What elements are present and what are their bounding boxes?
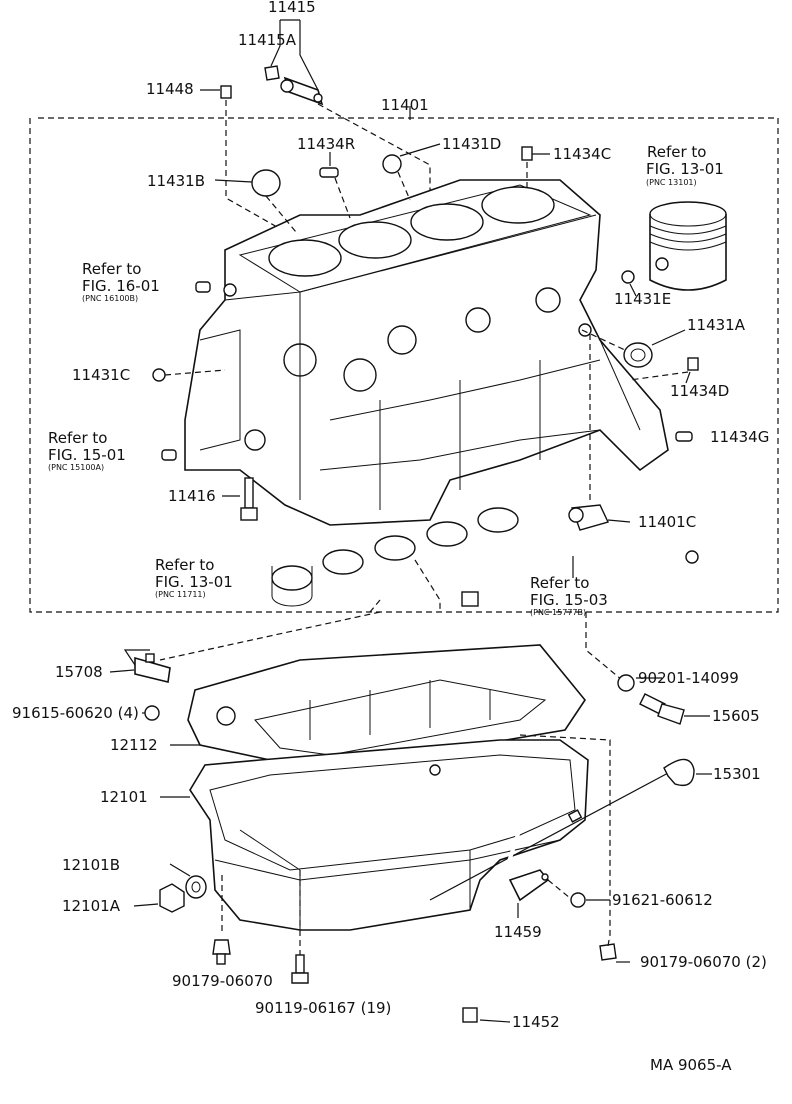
label-11415A: 11415A [238, 31, 296, 49]
part-16-01-pin [195, 281, 211, 293]
label-12101A: 12101A [62, 897, 120, 915]
part-11431C-plug [152, 368, 166, 382]
part-12101B-gasket [169, 863, 207, 899]
label-91615-60620: 91615-60620 (4) [12, 704, 139, 722]
ref-line1: Refer to [530, 574, 590, 592]
ref-pnc: (PNC 15100A) [48, 463, 105, 472]
label-90119-06167: 90119-06167 (19) [255, 999, 392, 1017]
label-11434C: 11434C [553, 145, 612, 163]
label-11459: 11459 [494, 923, 542, 941]
ref-line1: Refer to [647, 143, 707, 161]
ref-line2: FIG. 16-01 [82, 277, 160, 295]
ref-line2: FIG. 13-01 [155, 573, 233, 591]
part-15301-dipstick [429, 758, 712, 901]
ref-pnc: (PNC 15777B) [530, 608, 587, 617]
label-11431D: 11431D [442, 135, 502, 153]
label-15708: 15708 [55, 663, 103, 681]
part-15-01-pin [161, 449, 177, 461]
label-11434G: 11434G [710, 428, 770, 446]
ref-line2: FIG. 15-01 [48, 446, 126, 464]
part-11434C-pin [521, 146, 550, 161]
part-11434G-pin [675, 431, 693, 442]
ref-line2: FIG. 13-01 [646, 160, 724, 178]
part-90179-bolt [212, 939, 231, 965]
label-90179-06070-2: 90179-06070 (2) [640, 953, 767, 971]
part-11415A-bolt [264, 65, 280, 81]
label-15301: 15301 [713, 765, 761, 783]
assembly-boundary [29, 117, 779, 613]
part-11434D-pin [685, 357, 699, 384]
label-90179-06070: 90179-06070 [172, 972, 273, 990]
label-15605: 15605 [712, 707, 760, 725]
label-90201-14099: 90201-14099 [638, 669, 739, 687]
label-11431A: 11431A [687, 316, 745, 334]
part-11431D-plug [382, 143, 441, 174]
label-11452: 11452 [512, 1013, 560, 1031]
label-91621-60612: 91621-60612 [612, 891, 713, 909]
ref-pnc: (PNC 16100B) [82, 294, 139, 303]
ref-line1: Refer to [48, 429, 108, 447]
part-11431E-plug [621, 270, 637, 297]
label-11401C: 11401C [638, 513, 697, 531]
part-91615-nut [142, 705, 160, 721]
label-11416: 11416 [168, 487, 216, 505]
part-11452-guide [462, 827, 522, 1050]
cylinder-block [184, 179, 669, 526]
ref-pnc: (PNC 13101) [646, 178, 697, 187]
part-11431A-seal [623, 329, 686, 368]
label-12101B: 12101B [62, 856, 121, 874]
part-91621-bolt [570, 892, 610, 908]
part-90119-bolt [291, 954, 309, 984]
part-11431B-plug [214, 169, 281, 197]
part-12101A-drain-plug [133, 883, 185, 913]
part-15708-baffle-bracket [109, 649, 171, 683]
ref-line1: Refer to [155, 556, 215, 574]
label-11448: 11448 [146, 80, 194, 98]
diagram-code: MA 9065-A [650, 1056, 732, 1074]
ref-pnc: (PNC 11711) [155, 590, 206, 599]
label-11434D: 11434D [670, 382, 730, 400]
part-11415-sensor [270, 19, 324, 106]
label-12101: 12101 [100, 788, 148, 806]
part-15605-valve [639, 693, 710, 725]
label-12112: 12112 [110, 736, 158, 754]
label-11434R: 11434R [297, 135, 356, 153]
part-11401C-fitting [568, 504, 631, 531]
part-90179-bolt-2 [599, 943, 630, 963]
label-11431C: 11431C [72, 366, 131, 384]
piston-illustration [649, 201, 727, 291]
main-bearings [271, 507, 519, 607]
label-11415: 11415 [268, 0, 316, 16]
label-11431B: 11431B [147, 172, 206, 190]
part-12101-oil-pan [160, 739, 589, 931]
part-11448-plug [200, 85, 232, 99]
part-90201-gasket [617, 674, 662, 692]
label-11431E: 11431E [614, 290, 672, 308]
part-11434R-pin [319, 152, 339, 178]
label-11401: 11401 [381, 96, 429, 114]
ref-line1: Refer to [82, 260, 142, 278]
part-11416-bolt [222, 477, 258, 521]
oil-strainer-pipe [461, 550, 699, 607]
ref-line2: FIG. 15-03 [530, 591, 608, 609]
part-11459-bracket [508, 869, 550, 918]
